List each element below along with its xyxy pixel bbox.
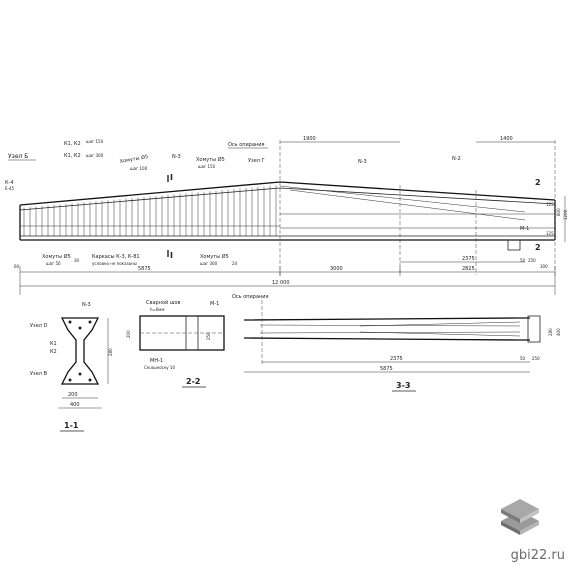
- rebar-dot: [88, 378, 92, 382]
- site-watermark: gbi22.ru: [510, 548, 565, 563]
- n3-label: N-3: [172, 154, 181, 160]
- dim-50: 50: [520, 356, 526, 361]
- dim-3000: 3000: [330, 266, 343, 272]
- m1-label: М-1: [210, 301, 219, 307]
- stirrups-mid-label: Хомуты Ø5: [196, 156, 225, 163]
- section-1-bot: I: [170, 251, 173, 260]
- dim-250: 250: [532, 356, 540, 361]
- section-2-bot: 2: [535, 243, 541, 252]
- stirrups-bot-label: Хомуты Ø5: [200, 253, 229, 260]
- mn1-note: См.выноску 10: [144, 365, 175, 370]
- rebar-dot: [68, 378, 72, 382]
- section-1-top: I: [170, 173, 173, 182]
- dim-250: 250: [528, 258, 536, 263]
- dim-2375: 2375: [462, 256, 475, 262]
- stirrups-mid-step: шаг 150: [198, 164, 216, 169]
- k1-k2b-label: К1, К2: [64, 153, 81, 159]
- dim-200: 200: [126, 330, 131, 338]
- dim-60: 60: [14, 264, 20, 269]
- beam-elevation: Узел Б К-4 Е-45 К1, К2 шаг 150 К1, К2 ша…: [5, 136, 568, 295]
- dim-400: 400: [70, 402, 80, 408]
- n3-right-label: N-3: [358, 159, 367, 165]
- dim-280: 280: [548, 328, 553, 336]
- rebar-dot: [78, 326, 82, 330]
- rebar-dot: [88, 320, 92, 324]
- n3-label: N-3: [82, 302, 91, 308]
- dim-2375: 2375: [390, 356, 403, 362]
- k4-sub-label: Е-45: [5, 186, 15, 191]
- stirrups-top-label: Хомуты Ø5: [119, 153, 149, 165]
- k2-label: К2: [50, 349, 57, 355]
- rebar-n2: [289, 189, 526, 221]
- section-3-3-title: 3-3: [396, 381, 410, 390]
- stirrups-left-count: 30: [74, 258, 80, 263]
- stirrups-left-label: Хомуты Ø5: [42, 253, 71, 260]
- rebar-n3: [279, 185, 526, 213]
- dim-125b: 125: [546, 231, 554, 236]
- dim-5875: 5875: [380, 366, 393, 372]
- stirrups-left-step: шаг 50: [46, 261, 61, 266]
- dim-2825: 2825: [462, 266, 475, 272]
- node-g-label: Узел Г: [248, 158, 265, 164]
- end-plate: [527, 315, 541, 343]
- dim-300: 300: [540, 264, 548, 269]
- top-edge: [243, 317, 530, 321]
- k1-k2-note: шаг 150: [86, 139, 104, 144]
- section-box: [507, 239, 521, 251]
- rebar-dot: [68, 320, 72, 324]
- rebar-dot: [78, 372, 82, 376]
- dim-280: 280: [108, 348, 113, 356]
- dim-1900: 1900: [303, 136, 316, 142]
- n2-label: N-2: [452, 156, 461, 162]
- dim-12000: 12 000: [272, 280, 290, 286]
- k4-label: К-4: [5, 180, 14, 186]
- section-2-top: 2: [535, 178, 541, 187]
- section-2-2-title: 2-2: [186, 377, 200, 386]
- stirrups-bot-count: 24: [232, 261, 238, 266]
- bottom-edge: [243, 337, 530, 341]
- k1-k2b-note: шаг 300: [86, 153, 104, 158]
- node-d-label: Узел D: [30, 323, 48, 329]
- weld-sub-label: h=6мм: [150, 307, 164, 312]
- k1-k2-label: К1, К2: [64, 141, 81, 147]
- dim-200: 200: [68, 392, 78, 398]
- taper-line: [359, 321, 521, 327]
- stirrups-top-step: шаг 100: [130, 166, 148, 171]
- section-3-3: Ось опирания 2375 5875 50 250 280 400 3-…: [232, 294, 561, 392]
- k1-label: К1: [50, 341, 57, 347]
- stirrup-hatch: [23, 185, 277, 236]
- dim-125a: 125: [546, 202, 554, 207]
- mn1-label: МН-1: [150, 358, 163, 364]
- gbi22-logo-icon: [501, 499, 539, 535]
- dim-800: 800: [556, 208, 561, 216]
- dim-50: 50: [520, 258, 526, 263]
- i-beam-section: [60, 317, 100, 385]
- m1-label: М-1: [520, 226, 529, 232]
- node-b-label: Узел Б: [8, 153, 28, 160]
- section-2-2: Сварной шов h=6мм М-1 МН-1 См.выноску 10…: [126, 299, 225, 388]
- section-1-1-title: 1-1: [64, 421, 79, 430]
- axis-support-label: Ось опирания: [228, 142, 265, 148]
- dim-1400: 1400: [500, 136, 513, 142]
- dim-1200: 1200: [563, 209, 568, 220]
- section-1-1: Узел D Узел В N-3 К1 К2 200 400 280 1-1: [30, 302, 113, 432]
- stirrups-bot-step: шаг 300: [200, 261, 218, 266]
- weld-label: Сварной шов: [146, 299, 180, 306]
- axis-support-label: Ось опирания: [232, 294, 269, 300]
- taper-line: [359, 331, 521, 337]
- frames-note: условно не показаны: [92, 261, 137, 266]
- dim-400: 400: [556, 328, 561, 336]
- dim-5875: 5875: [138, 266, 151, 272]
- dim-250: 250: [206, 332, 211, 340]
- beam-top-edge: [19, 181, 556, 206]
- frames-label: Каркасы К-3, К-81: [92, 254, 140, 260]
- node-v-label: Узел В: [30, 371, 48, 377]
